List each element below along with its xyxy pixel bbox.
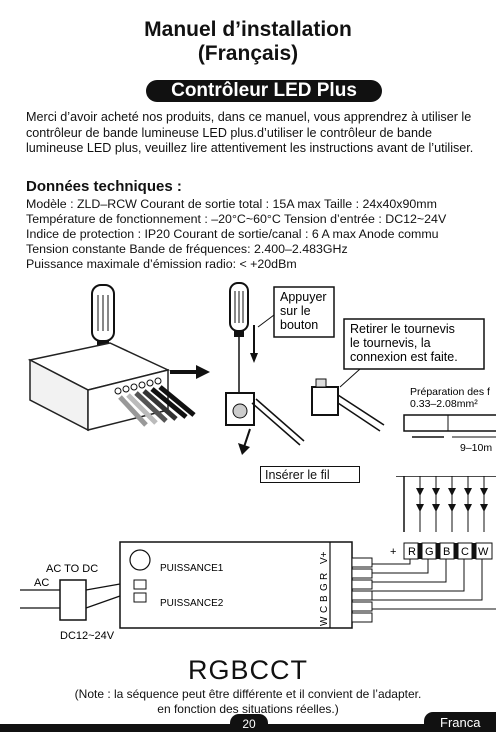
ac-label: AC [34,577,49,589]
press-text: sur le [280,304,311,318]
wire-prep: Préparation des f 0.33–2.08mm² 9–10m [403,386,496,454]
page-title: Manuel d’installation (Français) [0,18,496,66]
ac-to-dc-label: AC TO DC [46,563,98,575]
spec-line: Température de fonctionnement : –20°C~60… [26,212,447,226]
controller-unit: PUISSANCE1 PUISSANCE2 V+ R G B C W [119,541,373,629]
terminal-label: R [319,573,330,580]
intro-paragraph: Merci d’avoir acheté nos produits, dans … [26,110,474,155]
product-banner: Contrôleur LED Plus [146,80,382,102]
strip-label: B [443,546,450,558]
strip-label: W [478,546,489,558]
model-title: RGBCCT [188,655,308,685]
strip-label: G [425,546,434,558]
strip-connector: + R G B C W [390,542,493,560]
arrow-head [250,353,258,363]
install-illustration: Appuyer sur le bouton Retirer le tournev… [27,282,496,455]
terminal-label: W [319,616,330,626]
remove-text: Retirer le tournevis [350,322,455,336]
strip-length: 9–10m [460,442,492,454]
strip-label: R [408,546,416,558]
specs-heading: Données techniques : [26,178,182,195]
remove-text: connexion est faite. [350,350,458,364]
spec-line: Puissance maximale d’émission radio: < +… [26,257,297,271]
wiring-diagram: + R G B C W PUISSANCE1 PUISSANCE2 V+ [20,476,496,642]
title-line-2: (Français) [197,42,299,65]
output-wires [372,559,496,610]
spec-line: Tension constante Bande de fréquences: 2… [26,242,348,256]
press-text: Appuyer [280,290,327,304]
wire-bundle [118,385,196,427]
strip-label: C [461,546,469,558]
press-callout: Appuyer sur le bouton [257,286,335,338]
note-line: en fonction des situations réelles.) [157,702,339,716]
page-number: 20 [230,714,268,732]
terminal-label: B [319,595,330,602]
terminal-label: V+ [319,551,330,564]
prep-text: Préparation des f [410,386,490,398]
remove-text: le tournevis, la [350,336,431,350]
power-supply: AC TO DC AC DC12~24V [20,563,121,642]
power2-label: PUISSANCE2 [160,598,224,609]
dc-label: DC12~24V [60,630,115,642]
terminal-block [225,392,305,455]
remove-callout: Retirer le tournevis le tournevis, la co… [339,318,485,388]
title-line-1: Manuel d’installation [144,18,352,41]
power1-label: PUISSANCE1 [160,563,224,574]
language-tab: Franca [424,712,496,732]
plus-label: + [390,546,396,558]
press-text: bouton [280,318,318,332]
prep-text: 0.33–2.08mm² [410,398,478,410]
terminal-label: G [319,583,330,591]
insert-label: Insérer le fil [260,466,360,483]
connected-terminal [311,378,385,432]
spec-line: Modèle : ZLD–RCW Courant de sortie total… [26,197,437,211]
screwdriver-icon [229,282,249,393]
note-line: (Note : la séquence peut être différente… [74,687,422,701]
note: (Note : la séquence peut être différente… [0,687,496,717]
terminal-label: C [319,606,330,613]
arrow-right-icon [170,365,210,379]
led-strip-channels [396,476,496,532]
spec-line: Indice de protection : IP20 Courant de s… [26,227,439,241]
